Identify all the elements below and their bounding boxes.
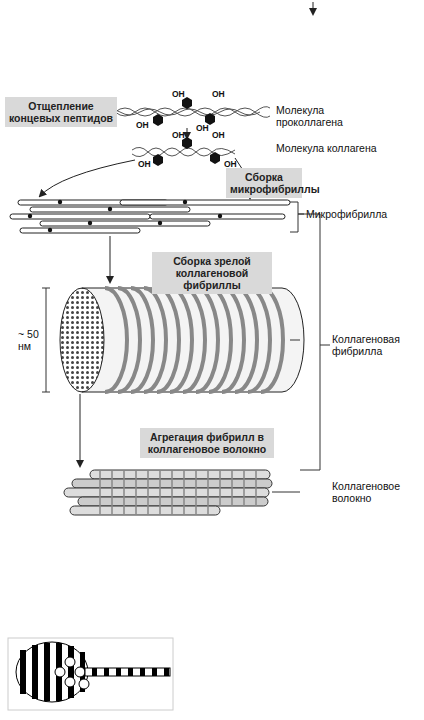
part-label: Микрофибрилла	[306, 208, 406, 220]
step-text: Сборка зрелой коллагеновой фибриллы	[156, 255, 268, 291]
hydroxyl-label: OH	[172, 131, 185, 140]
process-step-box: Сборка зрелой коллагеновой фибриллы	[152, 252, 272, 294]
part-label: Коллагеновая фибрилла	[332, 333, 422, 357]
step-text: Сборка микрофибриллы	[230, 171, 298, 195]
step-text: Агрегация фибрилл в коллагеновое волокно	[144, 431, 270, 455]
hydroxyl-label: OH	[212, 90, 225, 99]
process-step-box: Сборка микрофибриллы	[226, 168, 302, 198]
hydroxyl-label: OH	[196, 124, 209, 133]
process-step-box: Отщепление концевых пептидов	[5, 97, 117, 127]
part-label: ~ 50 нм	[18, 328, 46, 352]
part-label: Коллагеновое волокно	[332, 480, 418, 504]
hydroxyl-label: OH	[172, 90, 185, 99]
part-label: Молекула проколлагена	[276, 104, 386, 128]
part-label: Молекула коллагена	[276, 142, 386, 154]
hydroxyl-label: OH	[138, 160, 151, 169]
hydroxyl-label: OH	[212, 131, 225, 140]
hydroxyl-label: OH	[136, 121, 149, 130]
hydroxyl-label: OH	[224, 160, 237, 169]
step-text: Отщепление концевых пептидов	[9, 100, 113, 124]
process-step-box: Агрегация фибрилл в коллагеновое волокно	[140, 428, 274, 458]
